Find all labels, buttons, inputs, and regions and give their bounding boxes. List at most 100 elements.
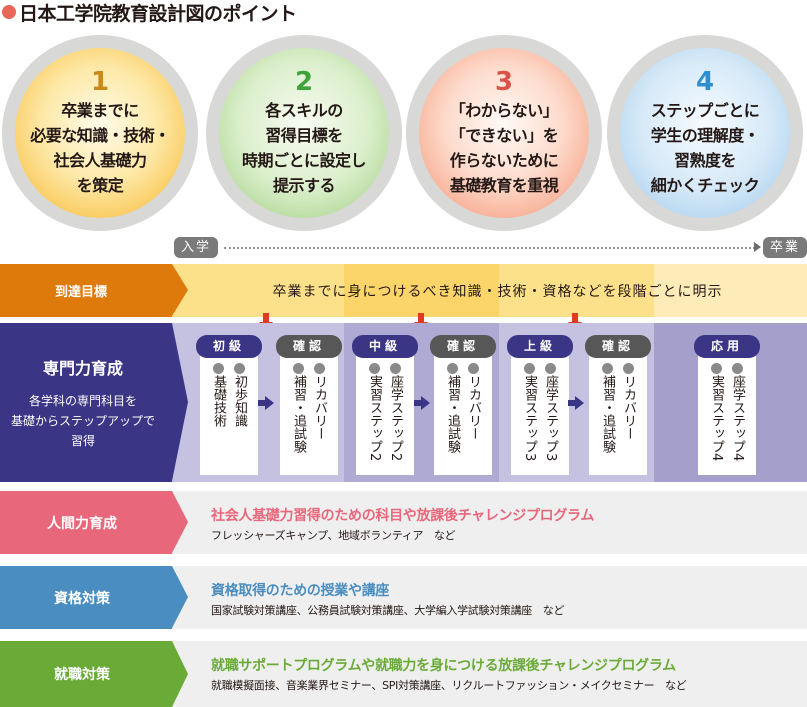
human-sub-text: フレッシャーズキャンプ、地域ボランティア など [211, 529, 456, 542]
qualification-row: 資格対策 資格取得のための授業や講座 国家試験対策講座、公務員試験対策講座、大学… [0, 566, 807, 629]
step-item: 補習・追試験 [291, 375, 306, 453]
point-text-line: 社会人基礎力 [53, 151, 147, 170]
step-head: 確認 [430, 335, 496, 358]
step-item: 実習ステップ2 [367, 375, 382, 462]
step-card-check-3: 確認 リカバリー 補習・追試験 [585, 335, 651, 475]
timeline-dotted-line [224, 247, 755, 249]
step-head: 上級 [507, 335, 573, 358]
bullet-icon [314, 363, 325, 374]
goal-label-text: 到達目標 [54, 285, 107, 300]
point-text-line: 基礎教育を重視 [449, 176, 559, 195]
step-head: 応用 [694, 335, 760, 358]
chevron-right-icon [172, 323, 188, 481]
timeline-end-badge: 卒業 [762, 237, 807, 258]
career-row: 就職対策 就職サポートプログラムや就職力を身につける放課後チャレンジプログラム … [0, 641, 807, 707]
point-text-line: 必要な知識・技術・ [30, 126, 170, 145]
bullet-icon [602, 363, 613, 374]
right-arrow-icon [414, 396, 430, 410]
timeline-start-badge: 入学 [174, 237, 219, 258]
human-row: 人間力育成 社会人基礎力習得のための科目や放課後チャレンジプログラム フレッシャ… [0, 491, 807, 554]
right-arrow-icon [258, 396, 274, 410]
point-number: 4 [695, 67, 715, 97]
step-card-advanced: 上級 座学ステップ3 実習ステップ3 [507, 335, 573, 475]
qualification-label-text: 資格対策 [54, 590, 110, 607]
bullet-icon [468, 363, 479, 374]
skill-desc-line: 基礎からステップアップで [10, 413, 155, 428]
bullet-icon [447, 363, 458, 374]
goal-segment [499, 264, 654, 317]
point-circle-3: 3 「わからない」 「できない」を 作らないために 基礎教育を重視 [406, 35, 602, 231]
page-title-text: 日本工学院教育設計図のポイント [19, 2, 297, 25]
point-text-line: を策定 [76, 176, 124, 195]
timeline: 入学 卒業 [174, 237, 807, 259]
step-item: リカバリー [312, 375, 327, 440]
skill-label: 専門力育成 各学科の専門科目を 基礎からステップアップで 習得 [0, 323, 188, 482]
step-item: 実習ステップ3 [522, 375, 537, 462]
career-label-text: 就職対策 [54, 667, 110, 683]
right-arrow-icon [568, 396, 584, 410]
skill-desc-line: 習得 [70, 433, 95, 448]
point-text-line: 細かくチェック [650, 176, 760, 195]
career-sub-text: 就職模擬面接、音楽業界セミナー、SPI対策講座、リクルートファッション・メイクセ… [211, 679, 687, 692]
career-main-text: 就職サポートプログラムや就職力を身につける放課後チャレンジプログラム [211, 658, 676, 674]
chevron-right-icon [172, 641, 188, 707]
point-circle-1: 1 卒業までに 必要な知識・技術・ 社会人基礎力 を策定 [2, 35, 198, 231]
step-item: 補習・追試験 [600, 375, 615, 453]
bullet-icon [234, 363, 245, 374]
goal-segment [172, 264, 344, 317]
step-item: 基礎技術 [211, 375, 226, 427]
chevron-right-icon [172, 264, 188, 316]
human-label: 人間力育成 [0, 491, 188, 554]
skill-desc-line: 各学科の専門科目を [28, 393, 137, 408]
point-number: 3 [494, 67, 514, 97]
point-text-line: 「わからない」 [449, 101, 559, 120]
point-text-line: 習熟度を [673, 151, 737, 170]
step-head: 初級 [196, 335, 262, 358]
bullet-icon [623, 363, 634, 374]
page-title: 日本工学院教育設計図のポイント [2, 0, 297, 25]
bullet-icon [213, 363, 224, 374]
goal-text: 卒業までに身につけるべき知識・技術・資格などを段階ごとに明示 [272, 283, 723, 300]
goal-segment [344, 264, 499, 317]
step-head: 確認 [585, 335, 651, 358]
step-card-check-1: 確認 リカバリー 補習・追試験 [276, 335, 342, 475]
step-item: 補習・追試験 [445, 375, 460, 453]
qualification-sub-text: 国家試験対策講座、公務員試験対策講座、大学編入学試験対策講座 など [211, 604, 565, 617]
point-text-line: 提示する [272, 176, 336, 195]
point-text-line: 「できない」を [449, 126, 559, 145]
step-head: 中級 [352, 335, 418, 358]
timeline-arrow-icon [754, 242, 761, 252]
chevron-right-icon [172, 566, 188, 628]
point-text-line: 習得目標を [265, 126, 343, 145]
chevron-right-icon [172, 491, 188, 553]
goal-row: 到達目標 卒業までに身につけるべき知識・技術・資格などを段階ごとに明示 [0, 264, 807, 317]
point-circle-2: 2 各スキルの 習得目標を 時期ごとに設定し 提示する [206, 35, 402, 231]
point-text-line: 卒業までに [61, 101, 139, 120]
human-main-text: 社会人基礎力習得のための科目や放課後チャレンジプログラム [211, 508, 595, 524]
qualification-label: 資格対策 [0, 566, 188, 629]
bullet-icon [732, 363, 743, 374]
goal-label: 到達目標 [0, 264, 188, 317]
bullet-icon [711, 363, 722, 374]
human-label-text: 人間力育成 [47, 515, 117, 532]
point-number: 2 [294, 67, 314, 97]
step-item: リカバリー [621, 375, 636, 440]
step-item: リカバリー [466, 375, 481, 440]
step-card-applied: 応用 座学ステップ4 実習ステップ4 [694, 335, 760, 475]
step-card-intermediate: 中級 座学ステップ2 実習ステップ2 [352, 335, 418, 475]
point-text-line: ステップごとに [650, 101, 760, 120]
point-number: 1 [90, 67, 110, 97]
bullet-icon [524, 363, 535, 374]
skill-row: 専門力育成 各学科の専門科目を 基礎からステップアップで 習得 初級 初歩知識 … [0, 323, 807, 482]
step-head: 確認 [276, 335, 342, 358]
bullet-dot-icon [2, 5, 16, 19]
step-item: 座学ステップ4 [730, 375, 745, 462]
bullet-icon [545, 363, 556, 374]
bullet-icon [390, 363, 401, 374]
point-text-line: 学生の理解度・ [650, 126, 760, 145]
skill-title: 専門力育成 [42, 358, 123, 378]
step-item: 座学ステップ2 [388, 375, 403, 462]
point-text-line: 各スキルの [265, 101, 343, 120]
point-text-line: 時期ごとに設定し [241, 151, 367, 170]
bullet-icon [293, 363, 304, 374]
